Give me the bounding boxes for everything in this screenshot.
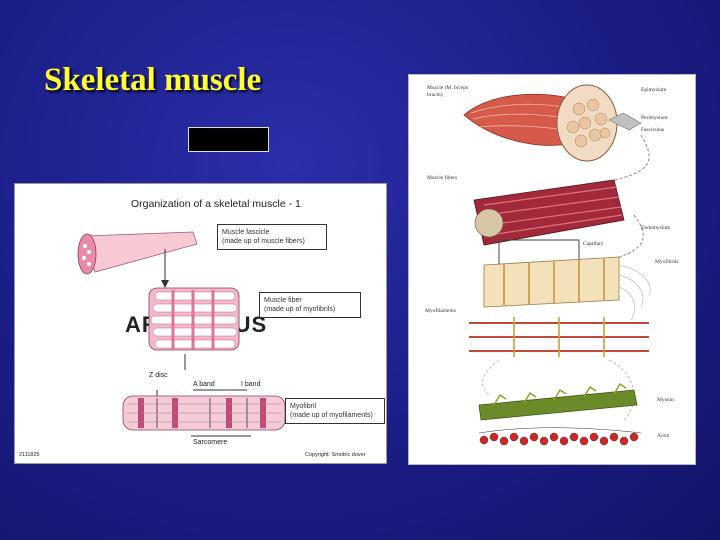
zdisc-label: Z disc	[149, 372, 168, 379]
sarcomere-label: Sarcomere	[193, 439, 227, 446]
muscle-fibers-drawing	[474, 180, 624, 268]
label-muscle-line1: Muscle (M. biceps	[427, 85, 468, 92]
whole-muscle-drawing	[464, 85, 641, 161]
muscle-fiber-label-line1: Muscle fiber	[264, 296, 356, 305]
label-epimysium: Epimysium	[641, 87, 666, 94]
figure-copyright: Copyright: Smotric dover	[305, 452, 366, 458]
label-myofilaments: Myofilaments	[425, 308, 456, 315]
myofibrils-drawing	[484, 257, 650, 320]
muscle-fiber-label: Muscle fiber (made up of myofibrils)	[259, 292, 361, 318]
myofibril-drawing	[123, 390, 285, 436]
aband-label: A band	[193, 381, 215, 388]
myofibril-label-line2: (made up of myofilaments)	[290, 411, 380, 420]
muscle-fiber-label-line2: (made up of myofibrils)	[264, 305, 356, 314]
myofibril-label: Myofibril (made up of myofilaments)	[285, 398, 385, 424]
muscle-fiber-drawing	[149, 288, 239, 350]
figure-code: 2111825	[19, 452, 40, 458]
muscle-fascicle-label-line1: Muscle fascicle	[222, 228, 322, 237]
label-perimysium: Perimysium	[641, 115, 668, 122]
actin-drawing	[479, 428, 641, 445]
label-capillary: Capillary	[583, 241, 603, 248]
muscle-fascicle-drawing	[78, 232, 197, 274]
label-muscle-line2: brachi)	[427, 92, 468, 99]
muscle-fascicle-label-line2: (made up of muscle fibers)	[222, 237, 322, 246]
muscle-structure-figure: Muscle (M. biceps brachi) Epimysium Peri…	[408, 74, 696, 465]
label-myosin: Myosin	[657, 397, 674, 404]
iband-label: I band	[241, 381, 260, 388]
label-muscle: Muscle (M. biceps brachi)	[427, 85, 468, 98]
label-endomysium: Endomysium	[641, 225, 670, 232]
muscle-organization-figure: Organization of a skeletal muscle - 1 AR…	[14, 183, 387, 464]
label-myofibrils: Myofibrils	[655, 259, 679, 266]
label-muscle-fibers: Muscle fibers	[427, 175, 457, 182]
redacted-box	[188, 127, 269, 152]
slide-title: Skeletal muscle	[44, 62, 261, 99]
label-actin: Actin	[657, 433, 669, 440]
label-fasciculus: Fasciculus	[641, 127, 664, 134]
myosin-drawing	[479, 384, 637, 420]
myofibril-label-line1: Myofibril	[290, 402, 380, 411]
muscle-fascicle-label: Muscle fascicle (made up of muscle fiber…	[217, 224, 327, 250]
